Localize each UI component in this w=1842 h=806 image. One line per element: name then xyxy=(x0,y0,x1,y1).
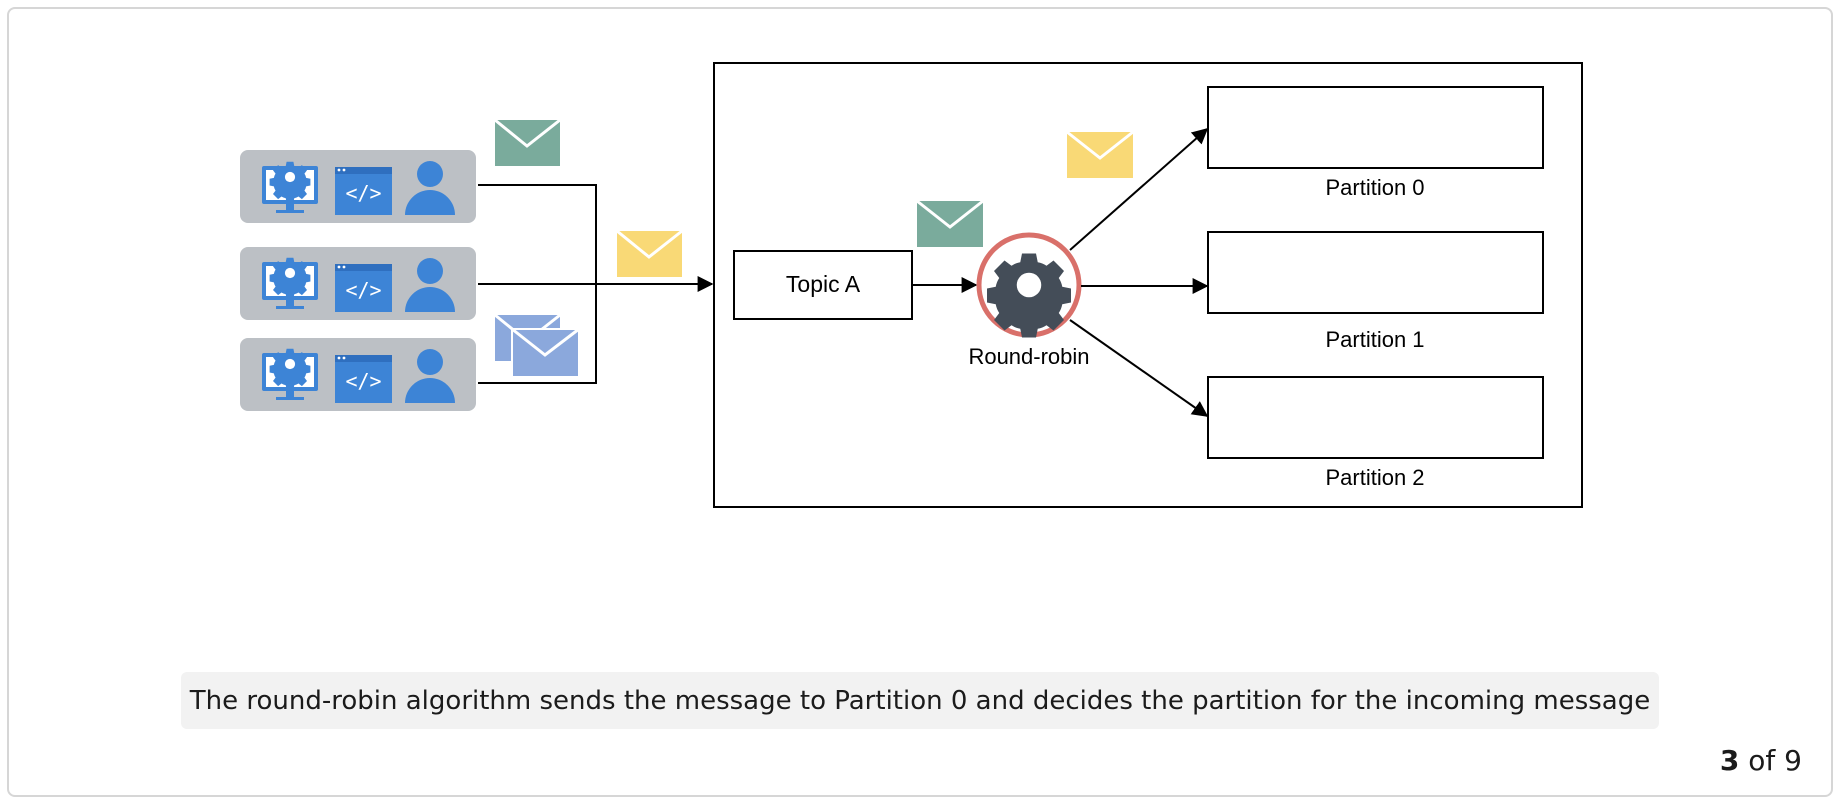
pager-current: 3 xyxy=(1719,744,1740,777)
partition-label: Partition 2 xyxy=(1325,465,1424,490)
message-envelope-green-icon xyxy=(916,199,984,247)
gear-monitor-icon xyxy=(262,257,318,309)
router-to-partition-arrows xyxy=(1069,127,1209,417)
round-robin-router: Round-robin xyxy=(968,232,1090,369)
producer-2: </> xyxy=(240,338,476,411)
user-icon xyxy=(405,258,455,312)
topic-label: Topic A xyxy=(786,271,861,297)
pager-separator: of xyxy=(1748,744,1776,777)
gear-icon xyxy=(987,253,1071,338)
user-icon xyxy=(405,349,455,403)
partition-label: Partition 1 xyxy=(1325,327,1424,352)
code-glyph: </> xyxy=(345,278,381,302)
producer-0: </> xyxy=(240,150,476,223)
message-envelope-green-icon xyxy=(494,118,561,166)
code-window-icon: </> xyxy=(335,167,392,215)
router-label: Round-robin xyxy=(968,344,1089,369)
code-glyph: </> xyxy=(345,181,381,205)
code-glyph: </> xyxy=(345,369,381,393)
topic-box: Topic A xyxy=(733,250,913,320)
slide-pager: 3 of 9 xyxy=(1720,744,1802,777)
message-envelope-yellow-icon xyxy=(616,229,683,277)
broker-container xyxy=(713,62,1583,508)
gear-monitor-icon xyxy=(262,161,318,213)
gear-monitor-icon xyxy=(262,348,318,400)
partition-1: Partition 1 xyxy=(1207,231,1544,352)
producer-connectors xyxy=(478,184,714,384)
code-window-icon: </> xyxy=(335,355,392,403)
message-envelope-blue-stack-icon xyxy=(494,313,580,378)
producer-1: </> xyxy=(240,247,476,320)
pager-total: 9 xyxy=(1784,744,1802,777)
user-icon xyxy=(405,161,455,215)
slide-caption: The round-robin algorithm sends the mess… xyxy=(181,672,1659,729)
partition-label: Partition 0 xyxy=(1325,175,1424,200)
partition-0: Partition 0 xyxy=(1207,86,1544,200)
partition-2: Partition 2 xyxy=(1207,376,1544,490)
code-window-icon: </> xyxy=(335,264,392,312)
message-envelope-yellow-icon xyxy=(1066,130,1134,178)
